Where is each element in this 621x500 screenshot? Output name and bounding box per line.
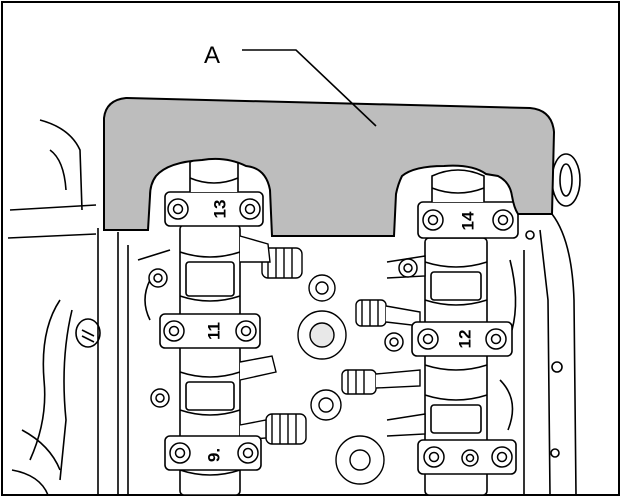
valve-springs — [239, 235, 426, 485]
camshaft-locking-tool — [103, 96, 556, 237]
cap-bolts — [148, 198, 514, 468]
camshaft-journals — [189, 155, 485, 202]
callout-A: A — [204, 42, 377, 127]
cap-label-13: 13 — [211, 200, 230, 219]
cap-labels: 13 14 11 12 9. — [205, 200, 478, 463]
callout-leader-line — [242, 49, 377, 127]
cap-label-9: 9. — [205, 448, 224, 462]
cap-label-14: 14 — [459, 211, 478, 230]
bearing-caps — [159, 191, 519, 475]
cap-label-12: 12 — [456, 330, 475, 349]
camshaft-right — [424, 237, 488, 496]
callout-letter: A — [204, 42, 220, 69]
cylinder-head — [7, 119, 581, 496]
camshaft-left — [179, 224, 241, 496]
cap-label-11: 11 — [205, 322, 224, 340]
